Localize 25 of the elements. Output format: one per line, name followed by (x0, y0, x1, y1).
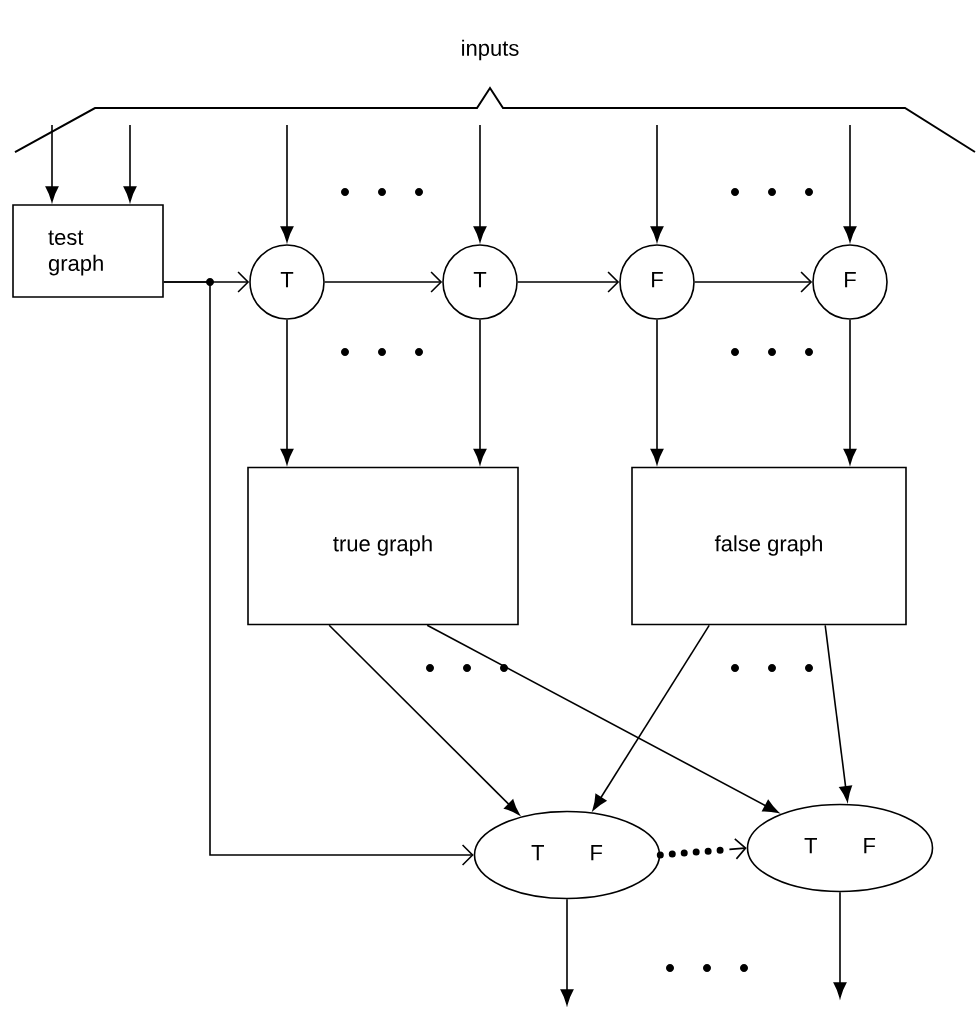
arrow (592, 624, 710, 811)
arrow (473, 124, 487, 242)
arrow (694, 271, 813, 293)
arrow (45, 124, 59, 202)
arrow (560, 898, 574, 1005)
process-box: test graph (12, 204, 164, 298)
arrow (656, 838, 747, 860)
group-label: inputs (462, 39, 519, 61)
arrow (650, 319, 664, 465)
arrow (650, 124, 664, 242)
process-box: true graph (247, 466, 519, 626)
arrow (280, 124, 294, 242)
process-box: false graph (631, 466, 907, 626)
arrow (843, 124, 857, 242)
arrow (163, 281, 474, 866)
arrow (123, 124, 137, 202)
arrow (280, 319, 294, 465)
arrow (843, 319, 857, 465)
arrow (328, 624, 520, 815)
arrow (824, 624, 852, 802)
arrow (517, 271, 620, 293)
arrow (324, 271, 443, 293)
arrow (473, 319, 487, 465)
arrow (833, 891, 847, 998)
arrow (426, 624, 779, 814)
